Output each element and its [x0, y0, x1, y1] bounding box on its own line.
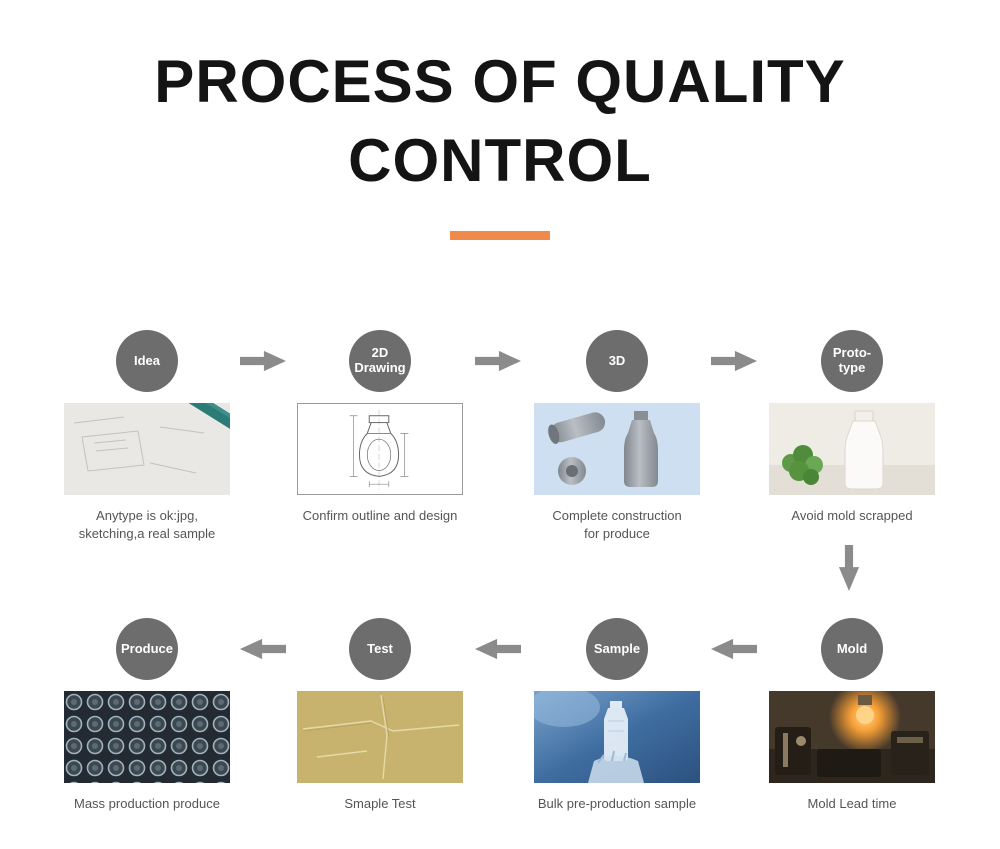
scratch-test-icon	[297, 691, 463, 783]
accent-divider	[450, 231, 550, 240]
step-label: Produce	[120, 640, 173, 656]
step-circle: 2D Drawing	[349, 330, 411, 392]
step-circle: Sample	[586, 618, 648, 680]
mold-photo	[769, 691, 935, 783]
step-circle: Proto- type	[821, 330, 883, 392]
arrow-right-icon	[475, 350, 521, 372]
3d-model-photo	[534, 403, 700, 495]
mold-furnace-icon	[769, 691, 935, 783]
step-circle: Idea	[116, 330, 178, 392]
step-caption: Bulk pre-production sample	[537, 796, 697, 811]
step-prototype: Proto- type Avoid mold scrapped	[764, 330, 940, 525]
arrow-right-icon	[711, 350, 757, 372]
step-circle: Produce	[116, 618, 178, 680]
step-circle: 3D	[586, 330, 648, 392]
step-caption: Mass production produce	[74, 796, 220, 811]
prototype-photo	[769, 403, 935, 495]
step-label: 2D Drawing	[354, 345, 406, 375]
step-caption: Complete construction for produce	[552, 508, 682, 542]
arrow-left-icon	[711, 638, 757, 660]
3d-render-icon	[534, 403, 700, 495]
step-2d-drawing: 2D Drawing Confirm outline and design	[292, 330, 468, 525]
page-title: PROCESS OF QUALITY CONTROL	[154, 48, 846, 195]
step-label: Sample	[593, 640, 641, 656]
step-label: Proto- type	[832, 345, 872, 375]
hand-holding-bottle-icon	[534, 691, 700, 783]
step-circle: Test	[349, 618, 411, 680]
step-label: Idea	[133, 352, 160, 368]
step-test: Test Smaple Test	[292, 618, 468, 813]
sketch-pencil-icon	[64, 403, 230, 495]
step-mold: Mold Mold Lead time	[764, 618, 940, 813]
step-idea: Idea Anytype is ok:jpg, sketching,a real…	[59, 330, 235, 543]
test-photo	[297, 691, 463, 783]
mass-production-bottles-icon	[64, 691, 230, 783]
step-caption: Mold Lead time	[807, 796, 897, 811]
step-3d: 3D Complete construction for produce	[529, 330, 705, 543]
step-circle: Mold	[821, 618, 883, 680]
2d-drawing-photo	[297, 403, 463, 495]
step-sample: Sample Bulk pre-production sample	[529, 618, 705, 813]
step-caption: Avoid mold scrapped	[791, 508, 913, 523]
step-label: Mold	[836, 640, 868, 656]
arrow-left-icon	[475, 638, 521, 660]
arrow-down-icon	[838, 545, 860, 591]
step-produce: Produce Mass production produce	[59, 618, 235, 813]
produce-photo	[64, 691, 230, 783]
arrow-right-icon	[240, 350, 286, 372]
arrow-left-icon	[240, 638, 286, 660]
step-label: Test	[367, 640, 393, 656]
white-bottle-plant-icon	[769, 403, 935, 495]
step-caption: Confirm outline and design	[302, 508, 458, 523]
step-caption: Smaple Test	[344, 796, 416, 811]
step-caption: Anytype is ok:jpg, sketching,a real samp…	[78, 508, 216, 542]
idea-photo	[64, 403, 230, 495]
technical-drawing-icon	[298, 404, 462, 494]
sample-photo	[534, 691, 700, 783]
step-label: 3D	[608, 352, 626, 368]
